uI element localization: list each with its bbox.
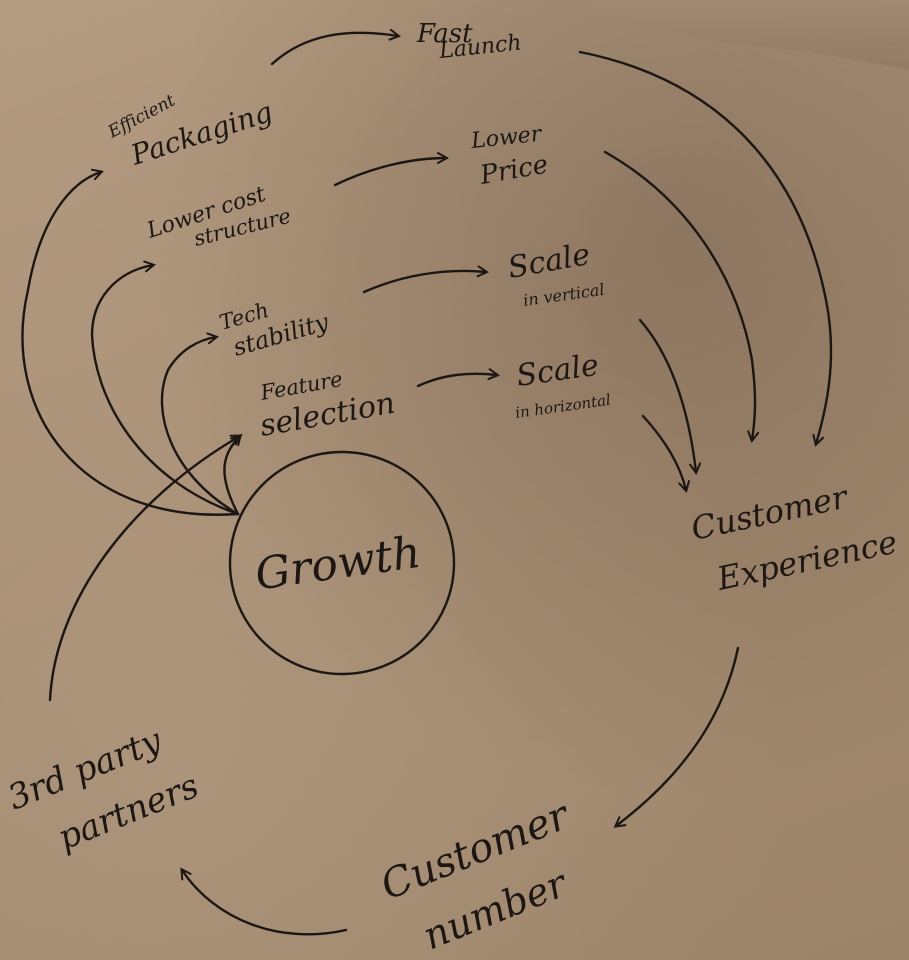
scale-vertical-label-1: Scale bbox=[505, 237, 592, 286]
arrow-growth-to-feature-selection bbox=[223, 436, 240, 516]
growth-circle bbox=[228, 450, 456, 676]
lower-price-label-2: Price bbox=[477, 150, 550, 192]
arrow-feature-to-scale-horizontal bbox=[416, 374, 497, 388]
arrow-growth-to-tech-stability bbox=[160, 337, 240, 516]
scale-horizontal-label-2: in horizontal bbox=[514, 391, 612, 422]
scale-horizontal-label-1: Scale bbox=[514, 348, 601, 394]
arrow-scale-vertical-to-customer-experience bbox=[638, 318, 696, 472]
arrow-lower-price-to-customer-experience bbox=[603, 150, 755, 440]
arrow-scale-horizontal-to-customer-experience bbox=[641, 414, 686, 490]
arrow-packaging-to-fast-launch bbox=[270, 33, 398, 66]
lower-price-label-1: Lower bbox=[469, 122, 544, 154]
arrow-customer-number-to-partners bbox=[182, 870, 348, 936]
scale-vertical-label-2: in vertical bbox=[522, 280, 606, 310]
arrow-partners-to-feature-selection bbox=[48, 436, 240, 702]
arrow-customer-experience-to-customer-number bbox=[616, 646, 740, 826]
growth-label: Growth bbox=[252, 527, 424, 601]
arrow-growth-to-packaging bbox=[21, 172, 240, 516]
arrow-tech-to-scale-vertical bbox=[362, 271, 486, 294]
arrow-fast-launch-to-customer-experience bbox=[578, 50, 833, 444]
arrow-lower-cost-to-lower-price bbox=[333, 158, 446, 187]
fast-label: Fast bbox=[416, 19, 473, 49]
arrow-growth-to-lower-cost bbox=[90, 265, 240, 516]
